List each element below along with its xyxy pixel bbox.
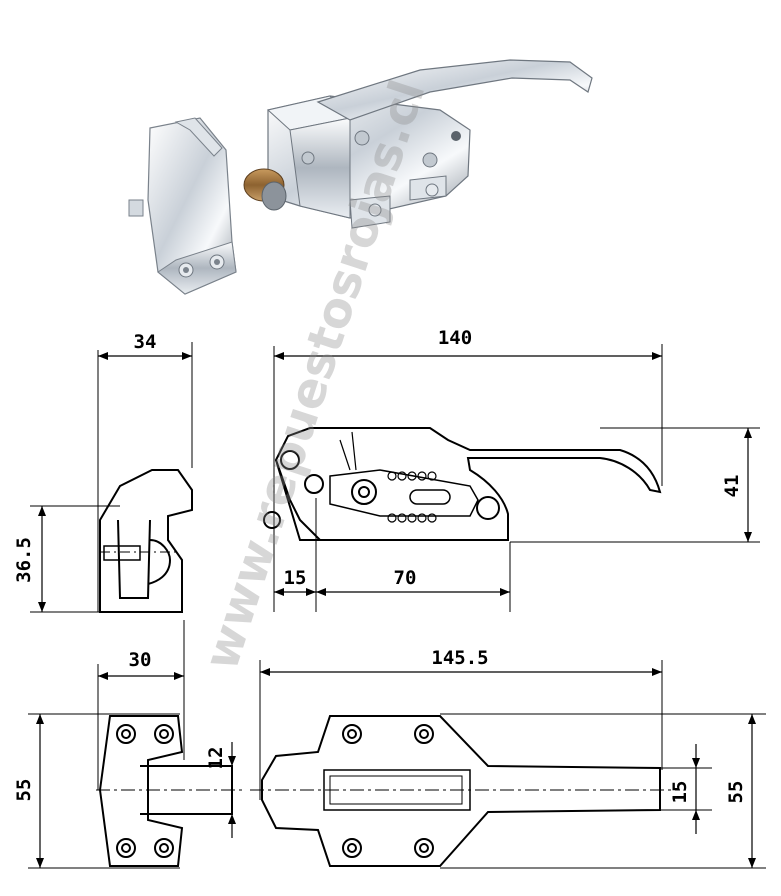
dim-label-55-left: 55 <box>13 779 35 802</box>
latch-top-view <box>250 715 680 867</box>
strike-keeper-photo <box>128 117 237 295</box>
dim-label-70: 70 <box>394 567 417 589</box>
dim-label-145-5: 145.5 <box>431 647 488 669</box>
strike-side-view <box>99 469 193 613</box>
dim-label-15-right: 15 <box>669 781 691 804</box>
dim-label-55-right: 55 <box>725 781 747 804</box>
dim-label-140: 140 <box>438 327 472 349</box>
dim-label-41: 41 <box>721 475 743 498</box>
dim-label-30: 30 <box>129 649 152 671</box>
dim-36-5: 36.5 <box>13 505 120 613</box>
latch-body-photo <box>243 59 593 229</box>
dim-15-right: 15 <box>660 744 712 834</box>
product-photo <box>128 59 593 295</box>
latch-side-view <box>263 427 662 541</box>
dim-label-34: 34 <box>134 331 157 353</box>
dim-140: 140 <box>273 327 663 612</box>
dim-15-70: 15 70 <box>274 498 511 612</box>
dim-12: 12 <box>205 742 236 838</box>
strike-top-view <box>96 715 246 867</box>
dim-label-12: 12 <box>205 747 227 770</box>
dim-55-right: 55 <box>440 713 766 869</box>
dim-label-36-5: 36.5 <box>13 537 35 583</box>
dim-label-15: 15 <box>284 567 307 589</box>
dim-41: 41 <box>510 427 760 543</box>
dim-34: 34 <box>97 331 193 612</box>
dim-30: 30 <box>97 620 185 790</box>
dim-145-5: 145.5 <box>259 647 663 800</box>
dim-55-left: 55 <box>13 713 180 869</box>
